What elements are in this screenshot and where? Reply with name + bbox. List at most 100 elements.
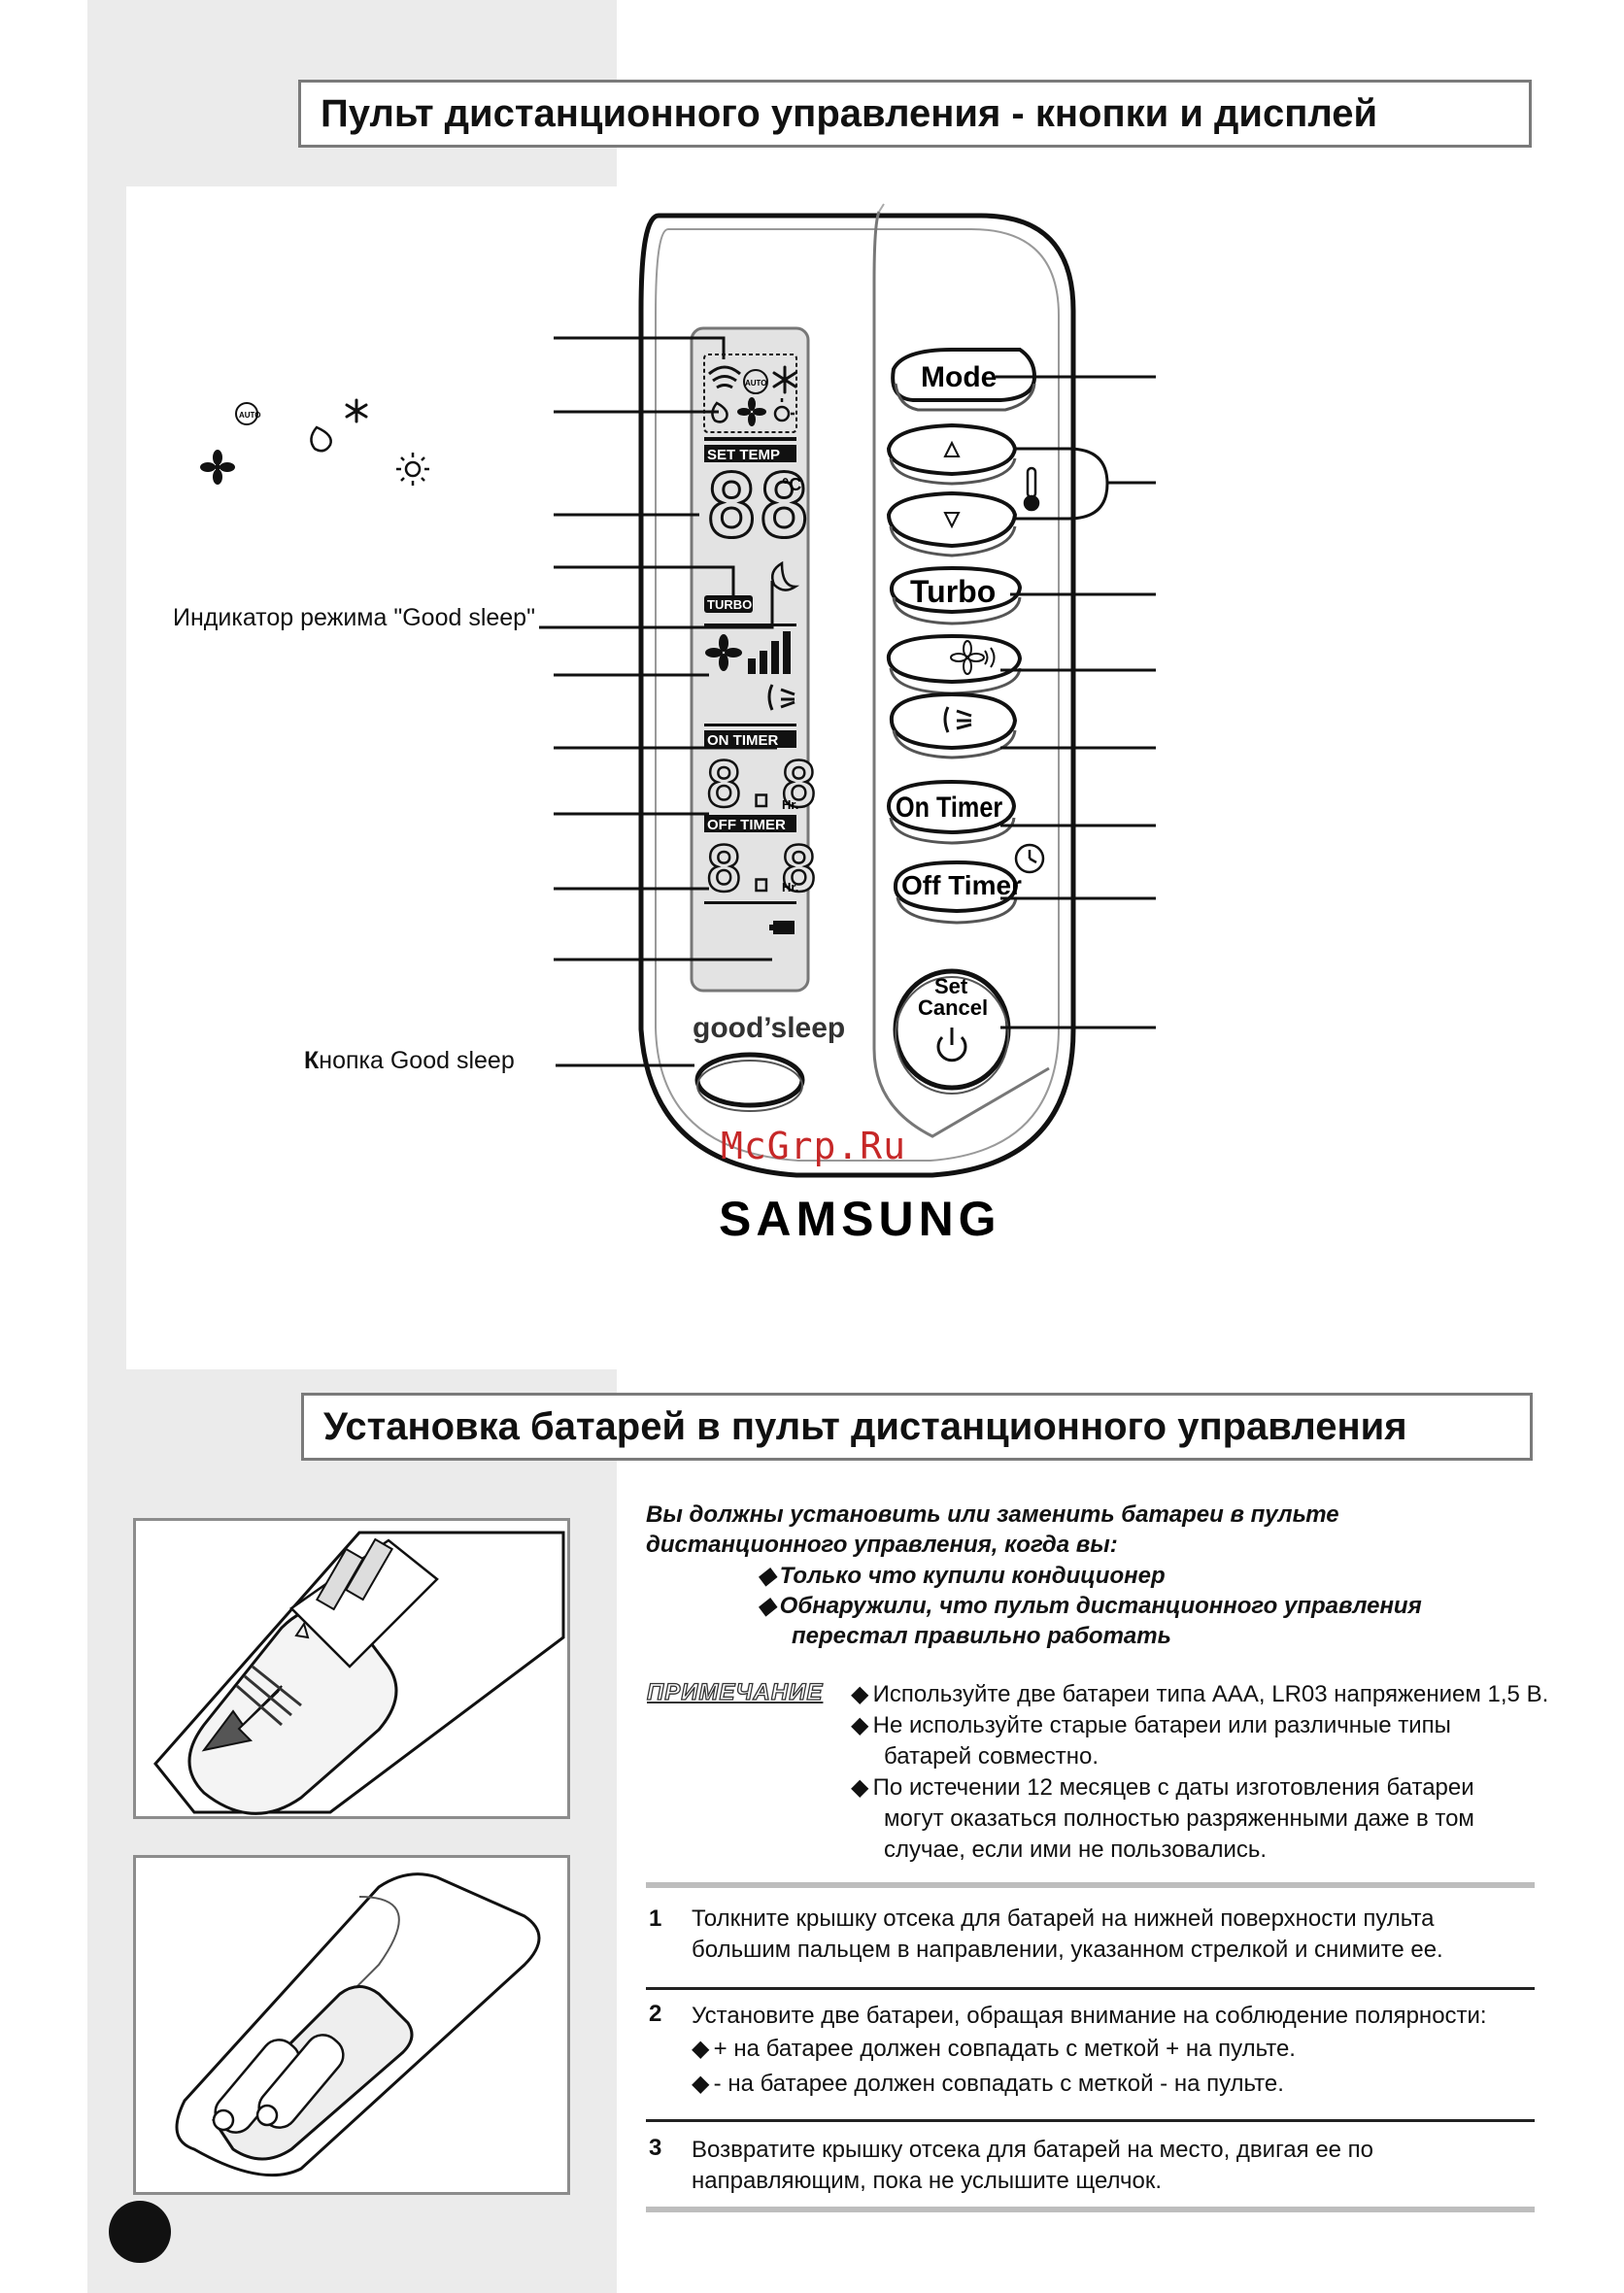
samsung-logo: SAMSUNG [719, 1192, 1001, 1246]
on-timer-button[interactable]: On Timer [886, 779, 1017, 845]
watermark: McGrp.Ru [721, 1125, 907, 1167]
fan-speed-button[interactable] [886, 633, 1023, 695]
auto-mode-icon: AUTO [235, 402, 261, 425]
power-icon [936, 1028, 967, 1062]
intro-bullet-2-text: Обнаружили, что пульт дистанционного упр… [779, 1593, 1422, 1619]
remote-body-inner [655, 228, 1060, 1162]
button-panel-divider [872, 211, 1050, 1138]
step-2-sub-1-text: + на батарее должен совпадать с меткой +… [713, 2036, 1296, 2062]
lcd-fan-speed-icon [705, 634, 742, 671]
fan-mode-icon [200, 450, 235, 485]
diamond-bullet-icon: ◆ [851, 1774, 869, 1801]
temp-down-button[interactable] [886, 490, 1018, 557]
lcd-moon-icon [771, 560, 800, 591]
note-item-3-text: По истечении 12 месяцев с даты изготовле… [872, 1774, 1474, 1801]
lcd-mode-box [703, 354, 797, 433]
step-2-number: 2 [649, 2001, 662, 2027]
leader-lines [539, 336, 1156, 1067]
note-item-2: ◆ Не используйте старые батареи или разл… [851, 1710, 1451, 1741]
diagram-white-panel [126, 186, 617, 1369]
temp-up-button[interactable] [886, 422, 1018, 486]
note-item-3-line-2: могут оказаться полностью разряженными д… [884, 1805, 1474, 1832]
cover-removal-drawing [153, 1531, 565, 1815]
section-title-batteries: Установка батарей в пульт дистанционного… [301, 1393, 1533, 1461]
section-title-batteries-text: Установка батарей в пульт дистанционного… [323, 1404, 1407, 1448]
battery-insertion-drawing [175, 1872, 541, 2177]
divider-step-2 [646, 1987, 1535, 1990]
page-number-marker [109, 2201, 171, 2263]
lcd-heat-icon [773, 398, 795, 422]
step-1-number: 1 [649, 1905, 662, 1932]
diamond-bullet-icon: ◆ [692, 2036, 710, 2062]
good-sleep-button-label: Кнопка Good sleep [304, 1047, 515, 1075]
good-sleep-button-label-k: К [304, 1047, 320, 1074]
cancel-label: Cancel [918, 995, 988, 1020]
section-title-remote: Пульт дистанционного управления - кнопки… [298, 80, 1532, 148]
intro-bullet-2: ◆ Обнаружили, что пульт дистанционного у… [758, 1591, 1422, 1622]
lcd-on-timer-digits: 8.8 [705, 750, 818, 822]
intro-bullet-1: ◆ Только что купили кондиционер [758, 1561, 1166, 1592]
battery-cells [212, 2034, 345, 2134]
intro-bullet-1-text: Только что купили кондиционер [779, 1563, 1166, 1589]
heat-mode-icon [396, 453, 429, 486]
step-2-sub-1: ◆ + на батарее должен совпадать с меткой… [692, 2034, 1296, 2065]
lcd-on-timer-hr: Hr. [782, 797, 798, 812]
divider-step-3 [646, 2119, 1535, 2122]
svg-text:AUTO: AUTO [239, 411, 261, 420]
lcd-fan-speed-bars [748, 631, 791, 674]
note-item-2-text: Не используйте старые батареи или различ… [872, 1712, 1451, 1738]
note-item-2-line-2: батарей совместно. [884, 1743, 1100, 1770]
note-item-3-line-3: случае, если ими не пользовались. [884, 1837, 1268, 1863]
lcd-fan-icon [737, 397, 766, 426]
lcd-off-timer-label: OFF TIMER [707, 817, 786, 833]
lcd-set-temp-label: SET TEMP [707, 447, 780, 463]
note-item-3: ◆ По истечении 12 месяцев с даты изготов… [851, 1772, 1474, 1804]
diamond-bullet-icon: ◆ [851, 1712, 869, 1738]
signal-icon [708, 365, 741, 389]
swing-button-icon [943, 706, 972, 733]
lcd-turbo-label: TURBO [707, 597, 752, 612]
off-timer-button[interactable]: Off Timer [893, 860, 1022, 925]
lcd-off-timer-digits: 8.8 [705, 834, 818, 906]
step-2-sub-2-text: - на батарее должен совпадать с меткой -… [713, 2071, 1284, 2097]
battery-insertion-illustration [133, 1855, 570, 2195]
down-arrow-icon [943, 512, 961, 529]
step-1-line-2: большим пальцем в направлении, указанном… [692, 1937, 1443, 1963]
mode-button-label: Mode [921, 361, 997, 393]
set-label: Set [934, 974, 968, 998]
note-label: ПРИМЕЧАНИЕ [646, 1678, 824, 1705]
step-2-line-1: Установите две батареи, обращая внимание… [692, 2003, 1487, 2029]
swing-button[interactable] [889, 691, 1018, 759]
note-item-1: ◆ Используйте две батареи типа ААА, LR03… [851, 1679, 1548, 1710]
off-timer-button-label: Off Timer [901, 870, 1022, 900]
mode-icons-legend: AUTO [200, 398, 429, 486]
push-arrow-icon [201, 1665, 302, 1752]
on-timer-button-label: On Timer [896, 791, 1002, 823]
remote-control-diagram: AUTO SET TEMP 88 °C TURBO ON TIMER 8.8 H… [638, 203, 1109, 1246]
section-title-remote-text: Пульт дистанционного управления - кнопки… [321, 91, 1378, 135]
step-1-line-1: Толкните крышку отсека для батарей на ни… [692, 1905, 1435, 1932]
clock-icon [1014, 843, 1045, 874]
step-2-sub-2: ◆ - на батарее должен совпадать с меткой… [692, 2069, 1284, 2100]
lcd-celsius: °C [782, 475, 801, 494]
lcd-battery-icon [769, 921, 795, 934]
good-sleep-button[interactable] [694, 1052, 805, 1108]
step-3-number: 3 [649, 2135, 662, 2161]
intro-line-2: дистанционного управления, когда вы: [646, 1532, 1118, 1558]
lcd-auto-text: AUTO [745, 379, 767, 388]
diamond-bullet-icon: ◆ [692, 2071, 710, 2097]
intro-line-1: Вы должны установить или заменить батаре… [646, 1501, 1339, 1528]
divider-thick-bottom [646, 2207, 1535, 2212]
divider-thick-top [646, 1882, 1535, 1888]
diamond-bullet-icon: ◆ [758, 1563, 776, 1589]
set-cancel-power-button[interactable]: Set Cancel [893, 968, 1011, 1095]
turbo-button[interactable]: Turbo [890, 565, 1023, 625]
dry-mode-icon [310, 425, 332, 453]
lcd-off-timer-hr: Hr. [782, 880, 798, 894]
lcd-temp-digits: 88 [705, 455, 810, 557]
good-sleep-indicator-label: Индикатор режима "Good sleep" [173, 604, 535, 631]
diamond-bullet-icon: ◆ [758, 1593, 776, 1619]
fan-button-icon [950, 640, 996, 675]
up-arrow-icon [943, 440, 961, 457]
battery-cover-removal-illustration [133, 1518, 570, 1819]
